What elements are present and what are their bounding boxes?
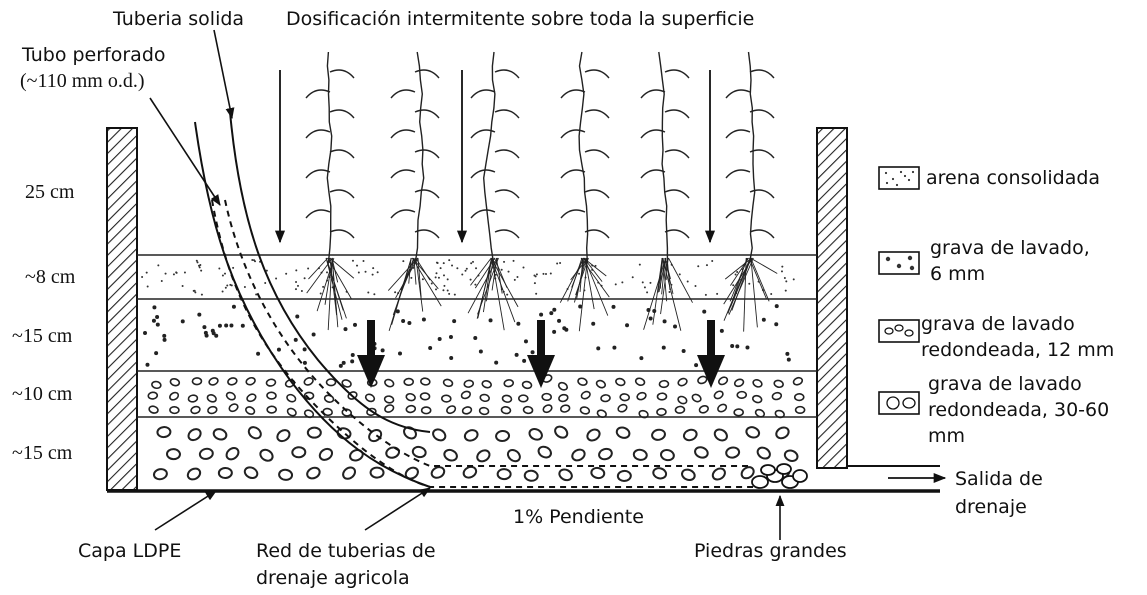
gravel-6mm-dots (143, 304, 791, 368)
perforated-pipe-upper (224, 199, 750, 467)
perforated-pipe-lower (211, 199, 760, 488)
depth-label: ~8 cm (25, 266, 76, 288)
perforated-pipe-diameter: (~110 mm o.d.) (20, 70, 145, 92)
slope-label: 1% Pendiente (513, 506, 644, 528)
perforated-pipe-label: Tubo perforado (22, 44, 166, 66)
stones-label: Piedras grandes (694, 540, 847, 562)
depth-label: ~15 cm (12, 325, 73, 347)
leader-lines (149, 29, 785, 540)
drain-network-label-line1: Red de tuberias de (256, 540, 436, 562)
depth-label: ~15 cm (12, 442, 73, 464)
depth-label: 25 cm (25, 181, 75, 203)
large-stones (751, 463, 808, 489)
drain-network-label-line2: drenaje agricola (256, 567, 410, 589)
diagram-title: Dosificación intermitente sobre toda la … (286, 8, 755, 30)
outlet-label-line1: Salida de (955, 468, 1043, 490)
legend-item-gravel-30-60mm: grava de lavado redondeada, 30-60 mm (928, 373, 1110, 447)
layer-boundaries (137, 254, 817, 418)
reed-plants (305, 51, 778, 332)
liner-label: Capa LDPE (78, 540, 182, 562)
solid-pipe-wall-right (229, 111, 431, 433)
depth-label: ~10 cm (12, 383, 73, 405)
flow-arrows (357, 320, 725, 388)
legend-swatches (878, 166, 920, 415)
gravel-30-60mm-ovals (152, 425, 799, 482)
legend-item-gravel-6mm: grava de lavado, 6 mm (930, 237, 1090, 285)
dosing-arrows (274, 70, 716, 244)
gravel-12mm-ovals (147, 374, 806, 419)
solid-pipe-label: Tuberia solida (113, 8, 245, 30)
outlet-label-line2: drenaje (955, 496, 1027, 518)
left-wall (106, 127, 138, 491)
right-wall (816, 127, 848, 469)
solid-pipe-wall-left (194, 121, 431, 488)
legend-item-gravel-12mm: grava de lavado redondeada, 12 mm (921, 313, 1115, 361)
legend-item-sand: arena consolidada (926, 167, 1101, 189)
